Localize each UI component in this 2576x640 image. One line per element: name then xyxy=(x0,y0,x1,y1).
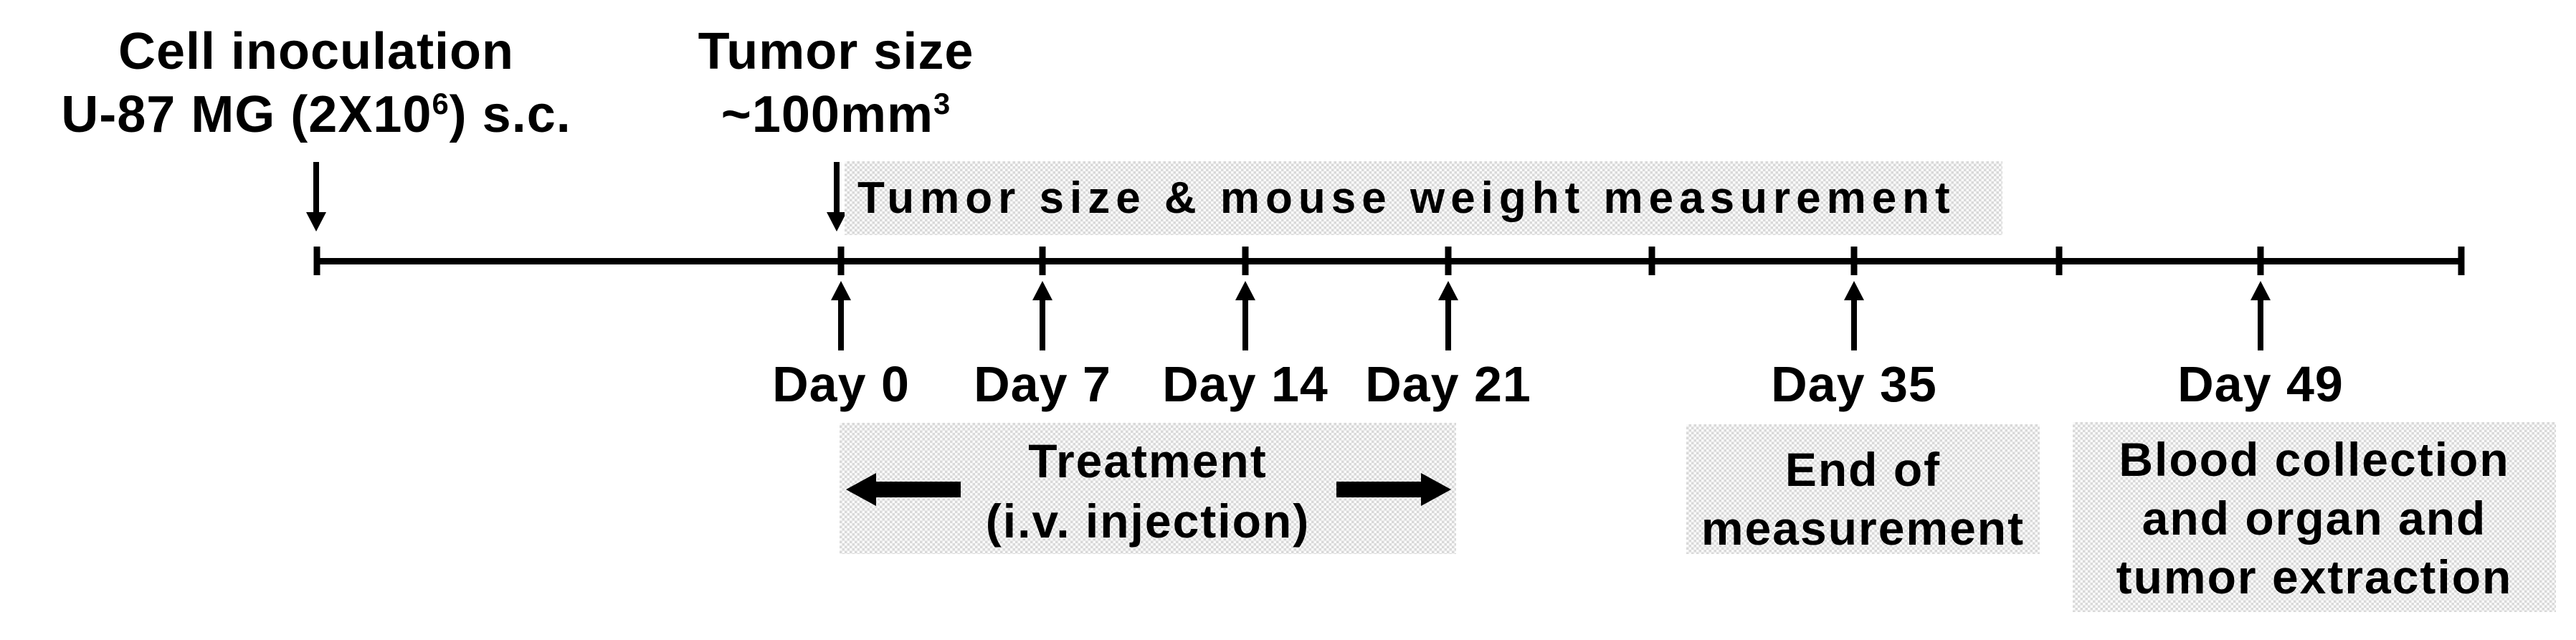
treatment-line1: Treatment xyxy=(1028,434,1268,487)
timeline-axis xyxy=(317,258,2461,264)
cell-inoculation-line2: U-87 MG (2X106) s.c. xyxy=(61,86,571,143)
tumor-size-down-arrow-icon xyxy=(827,162,847,231)
timeline-tick-day49 xyxy=(2257,247,2264,275)
exponent-6: 6 xyxy=(432,87,450,120)
collection-line3: tumor extraction xyxy=(2116,550,2513,603)
collection-line2: and organ and xyxy=(2142,492,2487,545)
timeline-tick-day21 xyxy=(1445,247,1452,275)
timeline-tick-day7 xyxy=(1039,247,1046,275)
cell-inoculation-line1: Cell inoculation xyxy=(118,23,515,80)
timeline-tick-end xyxy=(2458,247,2465,275)
end-of-measurement-line2: measurement xyxy=(1701,502,2025,555)
day14-up-arrow-icon xyxy=(1235,281,1255,350)
treatment-left-arrow-icon xyxy=(846,473,961,506)
measurement-band-label: Tumor size & mouse weight measurement xyxy=(857,173,1956,223)
timeline-tick-day35 xyxy=(1850,247,1858,275)
cell-inoculation-label: Cell inoculation U-87 MG (2X106) s.c. xyxy=(61,20,571,146)
day0-up-arrow-icon xyxy=(831,281,851,350)
day-label-14: Day 14 xyxy=(1162,356,1329,412)
day-label-0: Day 0 xyxy=(772,356,910,412)
day7-up-arrow-icon xyxy=(1032,281,1052,350)
treatment-right-arrow-icon xyxy=(1336,473,1451,506)
tumor-size-line2: ~100mm3 xyxy=(721,86,951,143)
timeline-tick-start xyxy=(313,247,320,275)
day-label-21: Day 21 xyxy=(1365,356,1531,412)
day-label-35: Day 35 xyxy=(1771,356,1937,412)
collection-box: Blood collection and organ and tumor ext… xyxy=(2073,422,2556,612)
exponent-3: 3 xyxy=(933,87,951,120)
measurement-band: Tumor size & mouse weight measurement xyxy=(845,161,2002,235)
tumor-size-label: Tumor size ~100mm3 xyxy=(698,20,974,146)
day-label-49: Day 49 xyxy=(2177,356,2344,412)
timeline-tick-day0 xyxy=(837,247,845,275)
day35-up-arrow-icon xyxy=(1844,281,1864,350)
treatment-line2: (i.v. injection) xyxy=(985,495,1311,548)
end-of-measurement-box: End of measurement xyxy=(1686,424,2040,555)
end-of-measurement-line1: End of xyxy=(1784,443,1941,496)
timeline-tick-day14 xyxy=(1242,247,1249,275)
collection-line1: Blood collection xyxy=(2119,433,2510,486)
day21-up-arrow-icon xyxy=(1438,281,1458,350)
day-label-7: Day 7 xyxy=(974,356,1111,412)
timeline-tick-day42 xyxy=(2055,247,2063,275)
tumor-size-line1: Tumor size xyxy=(698,23,974,80)
day49-up-arrow-icon xyxy=(2251,281,2271,350)
timeline-tick-day28 xyxy=(1648,247,1655,275)
inoculation-down-arrow-icon xyxy=(306,162,326,231)
treatment-box: Treatment (i.v. injection) xyxy=(840,423,1456,554)
